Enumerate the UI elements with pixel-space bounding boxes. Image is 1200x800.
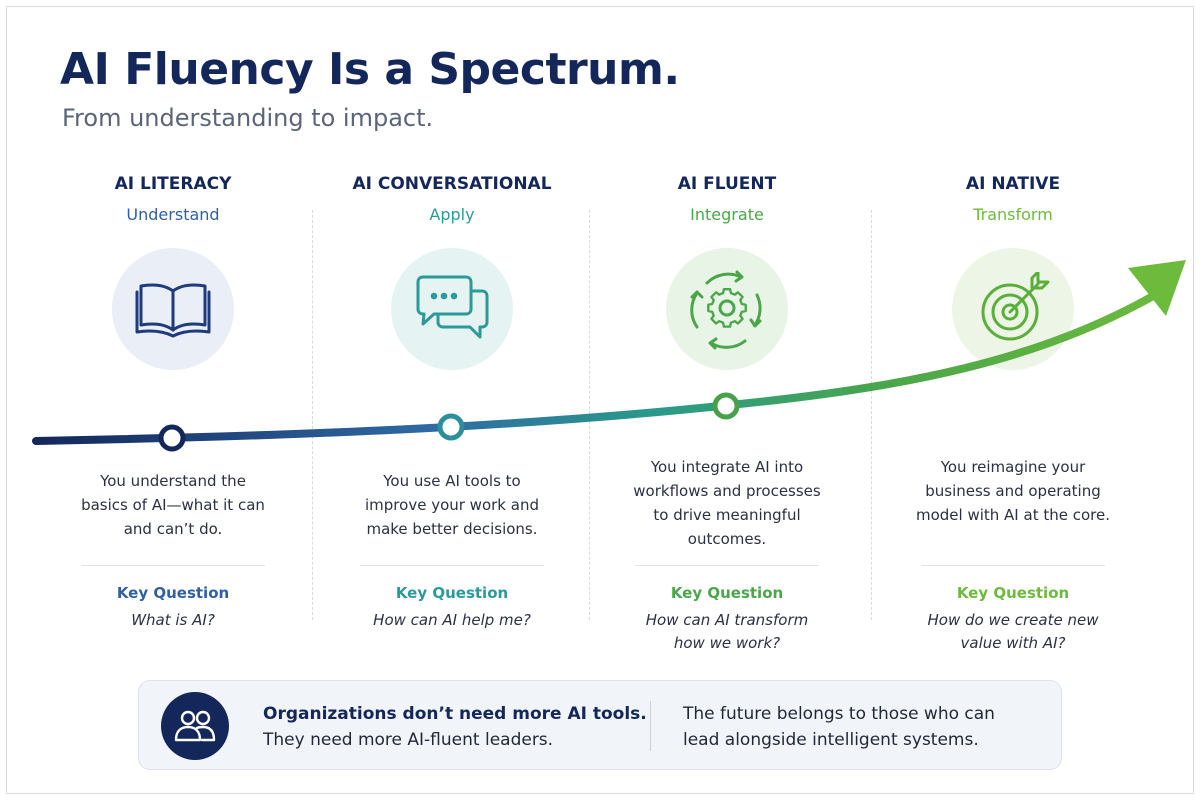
footer-icon-circle (161, 692, 229, 760)
stage-icon-circle (391, 248, 513, 370)
stage-title: AI NATIVE (965, 174, 1061, 194)
section-rule (635, 565, 819, 566)
stage-ai-conversational: AI CONVERSATIONAL Apply (322, 170, 582, 370)
stage-ai-native: AI NATIVE Transform (883, 170, 1143, 370)
stage-description: You reimagine your business and operatin… (915, 458, 1110, 524)
key-question-label: Key Question (116, 584, 230, 602)
page-subtitle: From understanding to impact. (62, 104, 434, 132)
milestone-marker (712, 392, 740, 420)
milestone-marker (158, 424, 186, 452)
stage-ai-fluent: AI FLUENT Integrate (597, 170, 857, 370)
chat-bubbles-icon (416, 275, 489, 339)
stage-ai-literacy: AI LITERACY Understand (43, 170, 303, 370)
stage-title: AI FLUENT (677, 174, 777, 194)
stage-description: You understand the basics of AI—what it … (81, 472, 265, 538)
milestone-marker (437, 413, 465, 441)
arrowhead (1128, 260, 1186, 316)
column-divider (871, 210, 872, 620)
footer-separator (650, 701, 651, 751)
gear-cycle-icon (690, 270, 762, 350)
page-title: AI Fluency Is a Spectrum. (60, 44, 680, 95)
key-question-label: Key Question (956, 584, 1070, 602)
stage-icon-circle (112, 248, 234, 370)
stage-icon-circle (666, 248, 788, 370)
stage-subtitle: Understand (126, 205, 220, 224)
section-rule (360, 565, 544, 566)
key-question-label: Key Question (395, 584, 509, 602)
stage-description: You use AI tools to improve your work an… (365, 472, 539, 538)
key-question-text: What is AI? (131, 611, 215, 629)
footer-right-text: The future belongs to those who can lead… (683, 704, 995, 750)
stage-subtitle: Apply (429, 205, 475, 224)
stage-title: AI CONVERSATIONAL (352, 174, 552, 194)
stage-subtitle: Integrate (690, 205, 764, 224)
key-question-text: How can AI transform how we work? (645, 611, 809, 652)
stage-description: You integrate AI into workflows and proc… (633, 458, 821, 548)
key-question-text: How can AI help me? (373, 611, 531, 629)
page-frame (6, 6, 1194, 794)
stage-subtitle: Transform (973, 205, 1053, 224)
stage-icon-circle (952, 248, 1074, 370)
stage-title: AI LITERACY (114, 174, 232, 194)
column-divider (312, 210, 313, 620)
section-rule (81, 565, 265, 566)
book-icon (135, 283, 211, 338)
key-question-label: Key Question (670, 584, 784, 602)
footer-banner: Organizations don’t need more AI tools. … (138, 680, 1062, 770)
people-icon (174, 710, 216, 742)
footer-left-text: Organizations don’t need more AI tools. … (263, 704, 647, 750)
section-rule (921, 565, 1105, 566)
key-question-text: How do we create new value with AI? (927, 611, 1099, 652)
target-icon (981, 272, 1050, 341)
